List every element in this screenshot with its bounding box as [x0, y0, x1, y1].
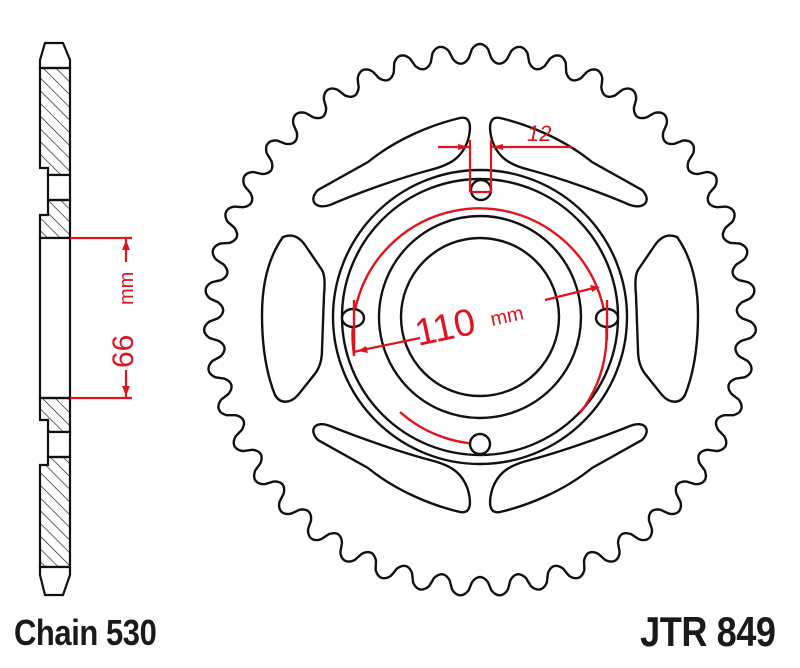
profile-top-tip: [38, 41, 72, 70]
part-number-label: JTR 849: [640, 608, 776, 655]
bolt-hole-dimension: [438, 140, 572, 194]
center-bore: [399, 236, 561, 398]
profile-top-section: [38, 66, 72, 177]
profile-hub-body: [38, 236, 72, 400]
cutout-bottom-left: [312, 423, 472, 514]
cutout-top-left: [312, 116, 472, 208]
hub-inner-ring: [377, 214, 583, 420]
cutout-bottom-right: [488, 423, 648, 514]
bolt-hole-bottom: [468, 432, 492, 456]
profile-lower-hub: [38, 396, 72, 434]
bolt-hole-value: 12: [527, 121, 551, 146]
sprocket-front-view: 12 110 mm: [202, 42, 758, 597]
cutout-left: [260, 234, 326, 403]
hub-height-dimension: [70, 236, 132, 400]
hub-height-value: 66: [107, 335, 140, 368]
hub-outer-ring: [331, 168, 629, 466]
lightening-cutouts: [260, 116, 700, 514]
bolt-circle-main-arc: [351, 207, 608, 414]
side-profile: [38, 41, 72, 597]
bolt-circle-dimension: [352, 285, 600, 354]
cutout-top-right: [488, 116, 648, 208]
cutout-right: [634, 234, 700, 403]
profile-bottom-section: [38, 455, 72, 569]
chain-size-label: Chain 530: [14, 612, 157, 653]
profile-bottom-tip: [38, 565, 72, 597]
hub-height-unit: mm: [116, 272, 138, 305]
bolt-hole-top: [469, 178, 493, 202]
profile-upper-hub: [38, 198, 72, 240]
